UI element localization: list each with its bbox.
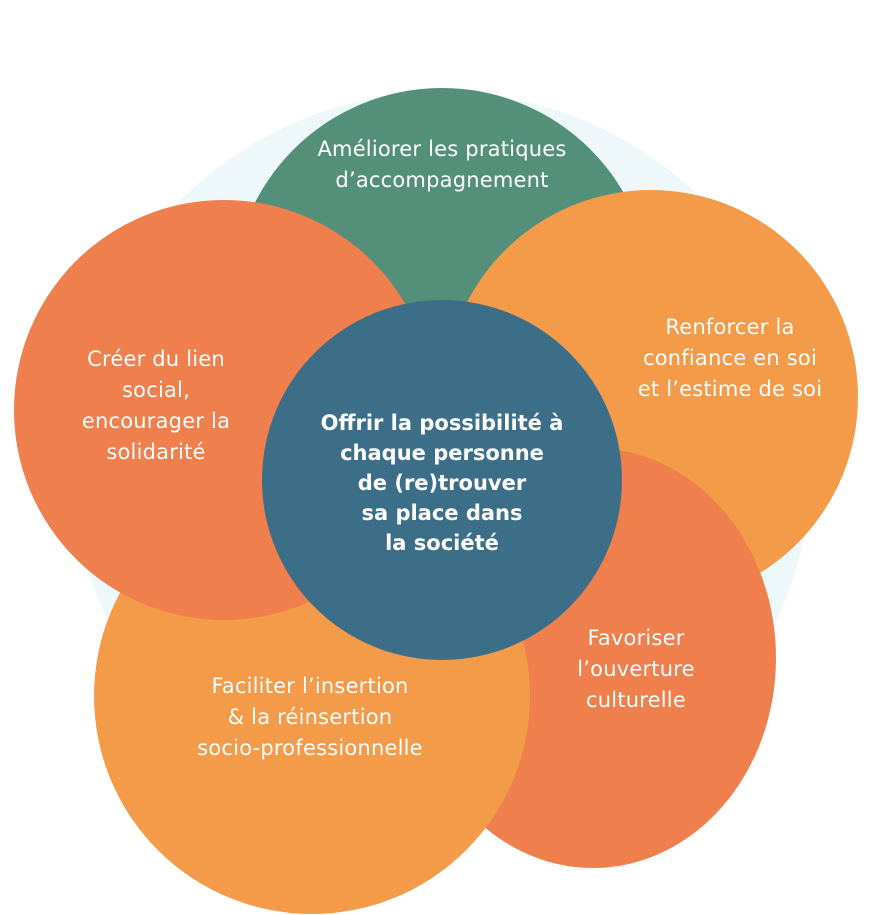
center-line: la société [385, 531, 499, 555]
petal-left-line: social, [122, 378, 190, 402]
center-line: de (re)trouver [357, 471, 527, 495]
center-label: Offrir la possibilité à chaque personne … [272, 408, 612, 558]
petal-right-line: et l’estime de soi [637, 377, 823, 401]
petal-bottom-left-line: & la réinsertion [227, 705, 393, 729]
petal-right-line: Renforcer la [665, 315, 795, 339]
center-circle [262, 300, 622, 660]
petal-top-line: d’accompagnement [335, 168, 549, 192]
petal-left-line: solidarité [106, 440, 206, 464]
petal-bottom-right-label: Favoriser l’ouverture culturelle [556, 623, 716, 716]
center-line: sa place dans [361, 501, 523, 525]
petal-bottom-left-line: socio-professionnelle [197, 736, 423, 760]
petal-left-line: encourager la [81, 409, 231, 433]
petal-right-line: confiance en soi [643, 346, 817, 370]
petal-bottom-right-line: culturelle [586, 688, 686, 712]
petal-right-label: Renforcer la confiance en soi et l’estim… [620, 312, 840, 405]
petal-top-line: Améliorer les pratiques [317, 137, 567, 161]
petal-bottom-right-line: l’ouverture [577, 657, 695, 681]
petal-left-line: Créer du lien [87, 347, 225, 371]
petal-bottom-right-line: Favoriser [587, 626, 685, 650]
center-line: Offrir la possibilité à [320, 411, 564, 435]
center-line: chaque personne [340, 441, 544, 465]
petal-left-label: Créer du lien social, encourager la soli… [56, 344, 256, 468]
petal-top-label: Améliorer les pratiques d’accompagnement [262, 134, 622, 196]
petal-bottom-left-label: Faciliter l’insertion & la réinsertion s… [170, 671, 450, 764]
petal-bottom-left-line: Faciliter l’insertion [211, 674, 409, 698]
